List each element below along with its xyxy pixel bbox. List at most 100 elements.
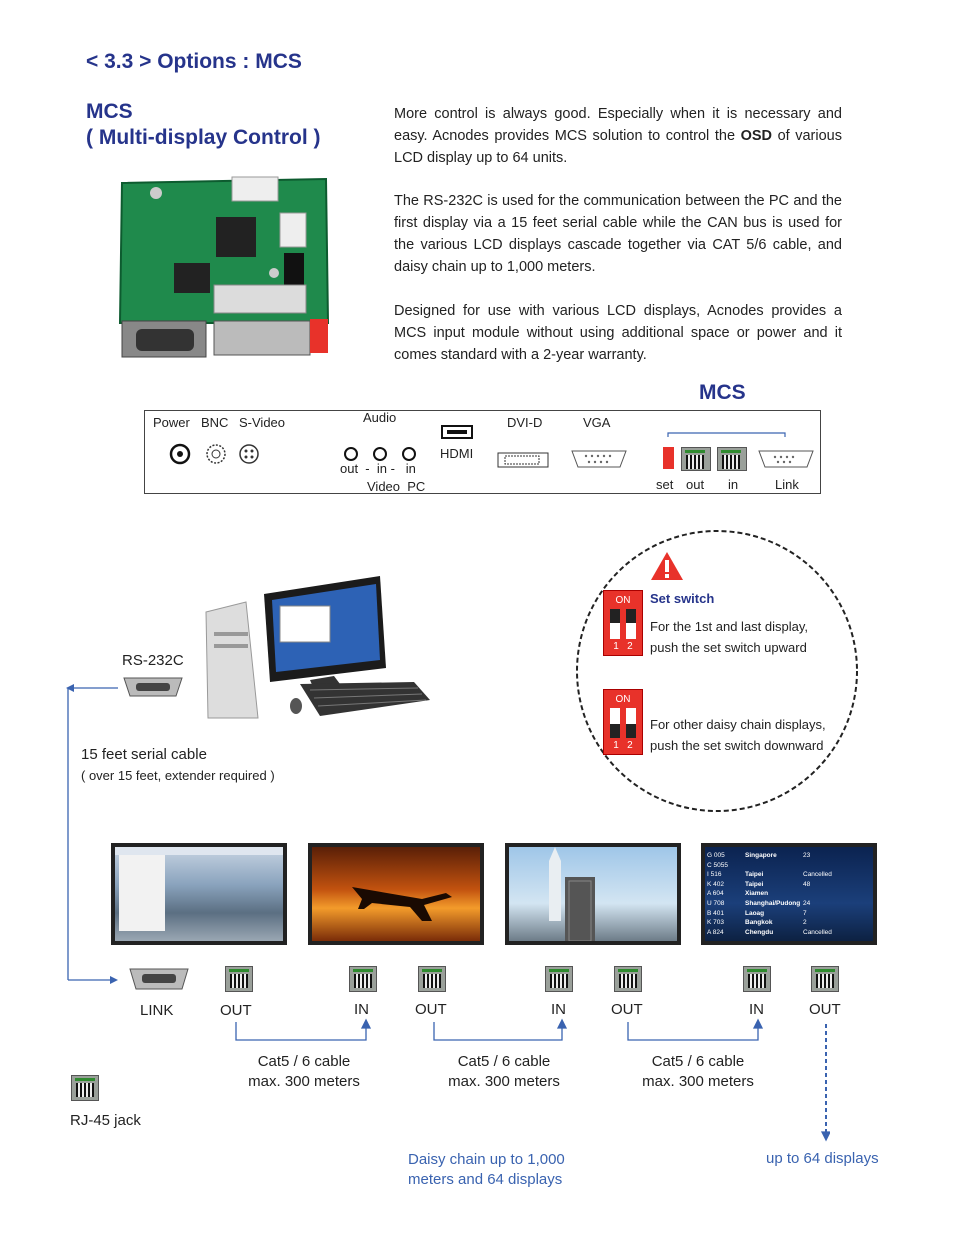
display-3: [505, 843, 681, 945]
flight-board-cell: K 402: [707, 880, 724, 888]
label-in-2: IN: [354, 1001, 369, 1018]
section-heading: MCS ( Multi-display Control ): [86, 99, 320, 151]
paragraph-1: More control is always good. Especially …: [394, 103, 842, 169]
serial-cable-label: 15 feet serial cable: [81, 746, 207, 763]
rj45-in-2: [349, 966, 377, 992]
flight-board-row: B 401 Laoag 7: [707, 909, 869, 919]
label-svideo: S-Video: [239, 415, 286, 430]
set-down-line2: push the set switch downward: [650, 738, 824, 753]
display-1: [111, 843, 287, 945]
cat5-connection-lines: [235, 1018, 830, 1142]
rear-io-panel: Power BNC S-Video Audio out - in - in Vi…: [144, 410, 821, 494]
label-audio-sub: out - in - in: [340, 461, 416, 476]
link-port-connector: [129, 968, 189, 990]
flight-board-cell: Xiamen: [745, 890, 769, 898]
rj45-legend-label: RJ-45 jack: [70, 1112, 141, 1129]
rj45-out-2: [418, 966, 446, 992]
set-up-line1: For the 1st and last display,: [650, 619, 809, 634]
flight-board-cell: A 824: [707, 928, 724, 936]
vga-connector: [571, 450, 627, 468]
flight-board-cell: [745, 861, 803, 871]
flight-board-cell: 2: [803, 919, 807, 927]
computer-image: [205, 576, 430, 719]
set-switch-callout-circle: [576, 530, 858, 812]
flight-board-cell: I 516: [707, 871, 722, 879]
display-2: [308, 843, 484, 945]
flight-board-cell: Bangkok: [745, 919, 773, 927]
flight-board-cell: G 005: [707, 852, 725, 859]
flight-board-cell: [803, 889, 853, 899]
cat5-3-line1: Cat5 / 6 cable: [651, 1053, 745, 1070]
flight-board-cell: U 708: [707, 899, 725, 907]
set-up-line2: push the set switch upward: [650, 640, 807, 655]
flight-board-cell: Shanghai/Pudong: [745, 899, 801, 907]
mcs-port-bracket: [667, 432, 786, 437]
label-out: out: [686, 477, 705, 492]
rs232c-connector: [123, 677, 183, 697]
flight-board-cell: Cancelled: [803, 871, 832, 879]
flight-board-cell: 23: [803, 852, 811, 859]
hdmi-connector: [441, 425, 473, 439]
rs232c-label: RS-232C: [122, 652, 184, 669]
label-in-3: IN: [551, 1001, 566, 1018]
label-link: Link: [775, 477, 799, 492]
set-switch-title-text: Set switch: [650, 591, 715, 606]
flight-board-row: G 005 Singapore 23: [707, 851, 869, 861]
rj45-in-4: [743, 966, 771, 992]
section-heading-line1: MCS: [86, 100, 133, 123]
label-out-3: OUT: [611, 1001, 643, 1018]
flight-board-cell: C 5055: [707, 861, 728, 869]
warning-icon: [651, 552, 683, 580]
p1-text-b: of various LCD display up to 64 units.: [394, 128, 842, 166]
flight-board-cell: Chengdu: [745, 928, 774, 936]
flight-board-cell: Taipei: [745, 871, 764, 879]
label-set: set: [656, 477, 674, 492]
label-audio: Audio: [363, 410, 397, 425]
mcs-panel-title: MCS: [699, 381, 746, 404]
label-bnc: BNC: [201, 415, 229, 430]
rj45-out-3: [614, 966, 642, 992]
flight-board-cell: 7: [803, 909, 807, 917]
label-out-1: OUT: [220, 1002, 252, 1019]
cat5-2-line2: max. 300 meters: [448, 1073, 560, 1090]
flight-board-cell: K 703: [707, 919, 724, 927]
label-power: Power: [153, 415, 190, 430]
p1-text-a: More control is always good. Especially …: [394, 106, 842, 144]
flight-board-cell: 48: [803, 880, 811, 888]
display-3-screen: [509, 847, 677, 942]
dip-switch-down: ON 1 2: [603, 689, 643, 755]
label-dvid: DVI-D: [507, 415, 543, 430]
cat5-2-line1: Cat5 / 6 cable: [457, 1053, 551, 1070]
paragraph-3: Designed for use with various LCD displa…: [394, 303, 842, 363]
rj45-out-1: [225, 966, 253, 992]
cat5-1-line2: max. 300 meters: [248, 1073, 360, 1090]
dip-up-on-label: ON: [615, 595, 631, 606]
link-connector: [758, 450, 814, 468]
mcs-board-image: [118, 176, 330, 358]
label-in: in: [728, 477, 739, 492]
serial-cable-note: ( over 15 feet, extender required ): [81, 768, 275, 783]
flight-board-cell: Singapore: [745, 852, 777, 859]
flight-board-row: C 5055: [707, 861, 869, 871]
dip-up-numbers: 1 2: [613, 641, 633, 652]
rj45-out-4: [811, 966, 839, 992]
flight-board-cell: Cancelled: [803, 928, 832, 936]
flight-board-cell: Laoag: [745, 909, 765, 917]
label-audio-sub2: Video PC: [367, 479, 426, 494]
flight-board-cell: B 401: [707, 909, 724, 917]
cat5-1-line1: Cat5 / 6 cable: [257, 1053, 351, 1070]
set-down-line1: For other daisy chain displays,: [650, 717, 826, 732]
flight-board-row: K 703 Bangkok 2: [707, 918, 869, 928]
label-in-4: IN: [749, 1001, 764, 1018]
cat5-label-2: Cat5 / 6 cable max. 300 meters: [434, 1052, 574, 1092]
daisy-line2: meters and 64 displays: [408, 1171, 563, 1188]
label-out-2: OUT: [415, 1001, 447, 1018]
page-heading: < 3.3 > Options : MCS: [86, 50, 302, 73]
